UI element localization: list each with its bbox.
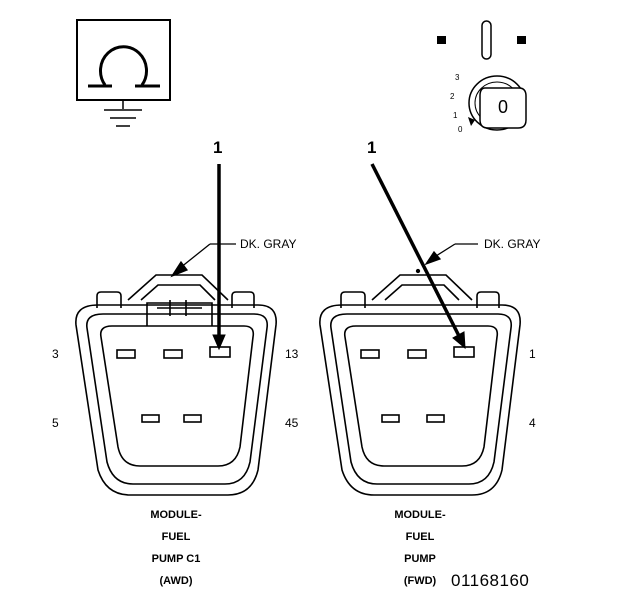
left-connector-caption: MODULE- FUEL PUMP C1 (AWD)	[116, 504, 236, 592]
ground-icon	[104, 100, 142, 127]
right-caption-line-4: (FWD)	[403, 575, 437, 587]
ignition-key-icon	[437, 20, 527, 131]
right-pin-number-top-right: 1	[529, 347, 536, 361]
key-position-1: 1	[453, 111, 458, 120]
left-pin-number-top-right: 13	[285, 347, 299, 361]
key-position-3: 3	[455, 73, 460, 82]
right-connector-body	[319, 274, 521, 496]
key-position-label: 0	[498, 97, 508, 117]
left-callout-number: 1	[213, 138, 223, 157]
key-position-2: 2	[450, 92, 455, 101]
left-caption-line-3: PUMP C1	[151, 553, 201, 565]
left-callout-arrow	[212, 164, 226, 351]
right-caption-line-1: MODULE-	[394, 509, 446, 521]
left-pin-number-bottom-right: 45	[285, 416, 299, 430]
right-caption-line-2: FUEL	[405, 531, 435, 543]
document-id: 01168160	[451, 571, 530, 590]
right-wire-leader	[415, 243, 478, 274]
left-connector-body	[75, 274, 277, 496]
left-wire-leader	[170, 243, 236, 278]
key-position-0: 0	[458, 125, 463, 134]
left-wire-color-label: DK. GRAY	[240, 237, 297, 251]
left-pin-number-top-left: 3	[52, 347, 59, 361]
left-caption-line-4: (AWD)	[159, 575, 193, 587]
right-pin-number-bottom-right: 4	[529, 416, 536, 430]
left-caption-line-1: MODULE-	[150, 509, 202, 521]
right-wire-color-label: DK. GRAY	[484, 237, 541, 251]
right-callout-arrow	[370, 163, 466, 350]
left-pin-number-bottom-left: 5	[52, 416, 59, 430]
right-caption-line-3: PUMP	[404, 553, 436, 565]
ohmmeter-icon	[76, 19, 171, 101]
right-connector-caption: MODULE- FUEL PUMP (FWD)	[360, 504, 480, 592]
right-callout-number: 1	[367, 138, 377, 157]
left-caption-line-2: FUEL	[161, 531, 191, 543]
